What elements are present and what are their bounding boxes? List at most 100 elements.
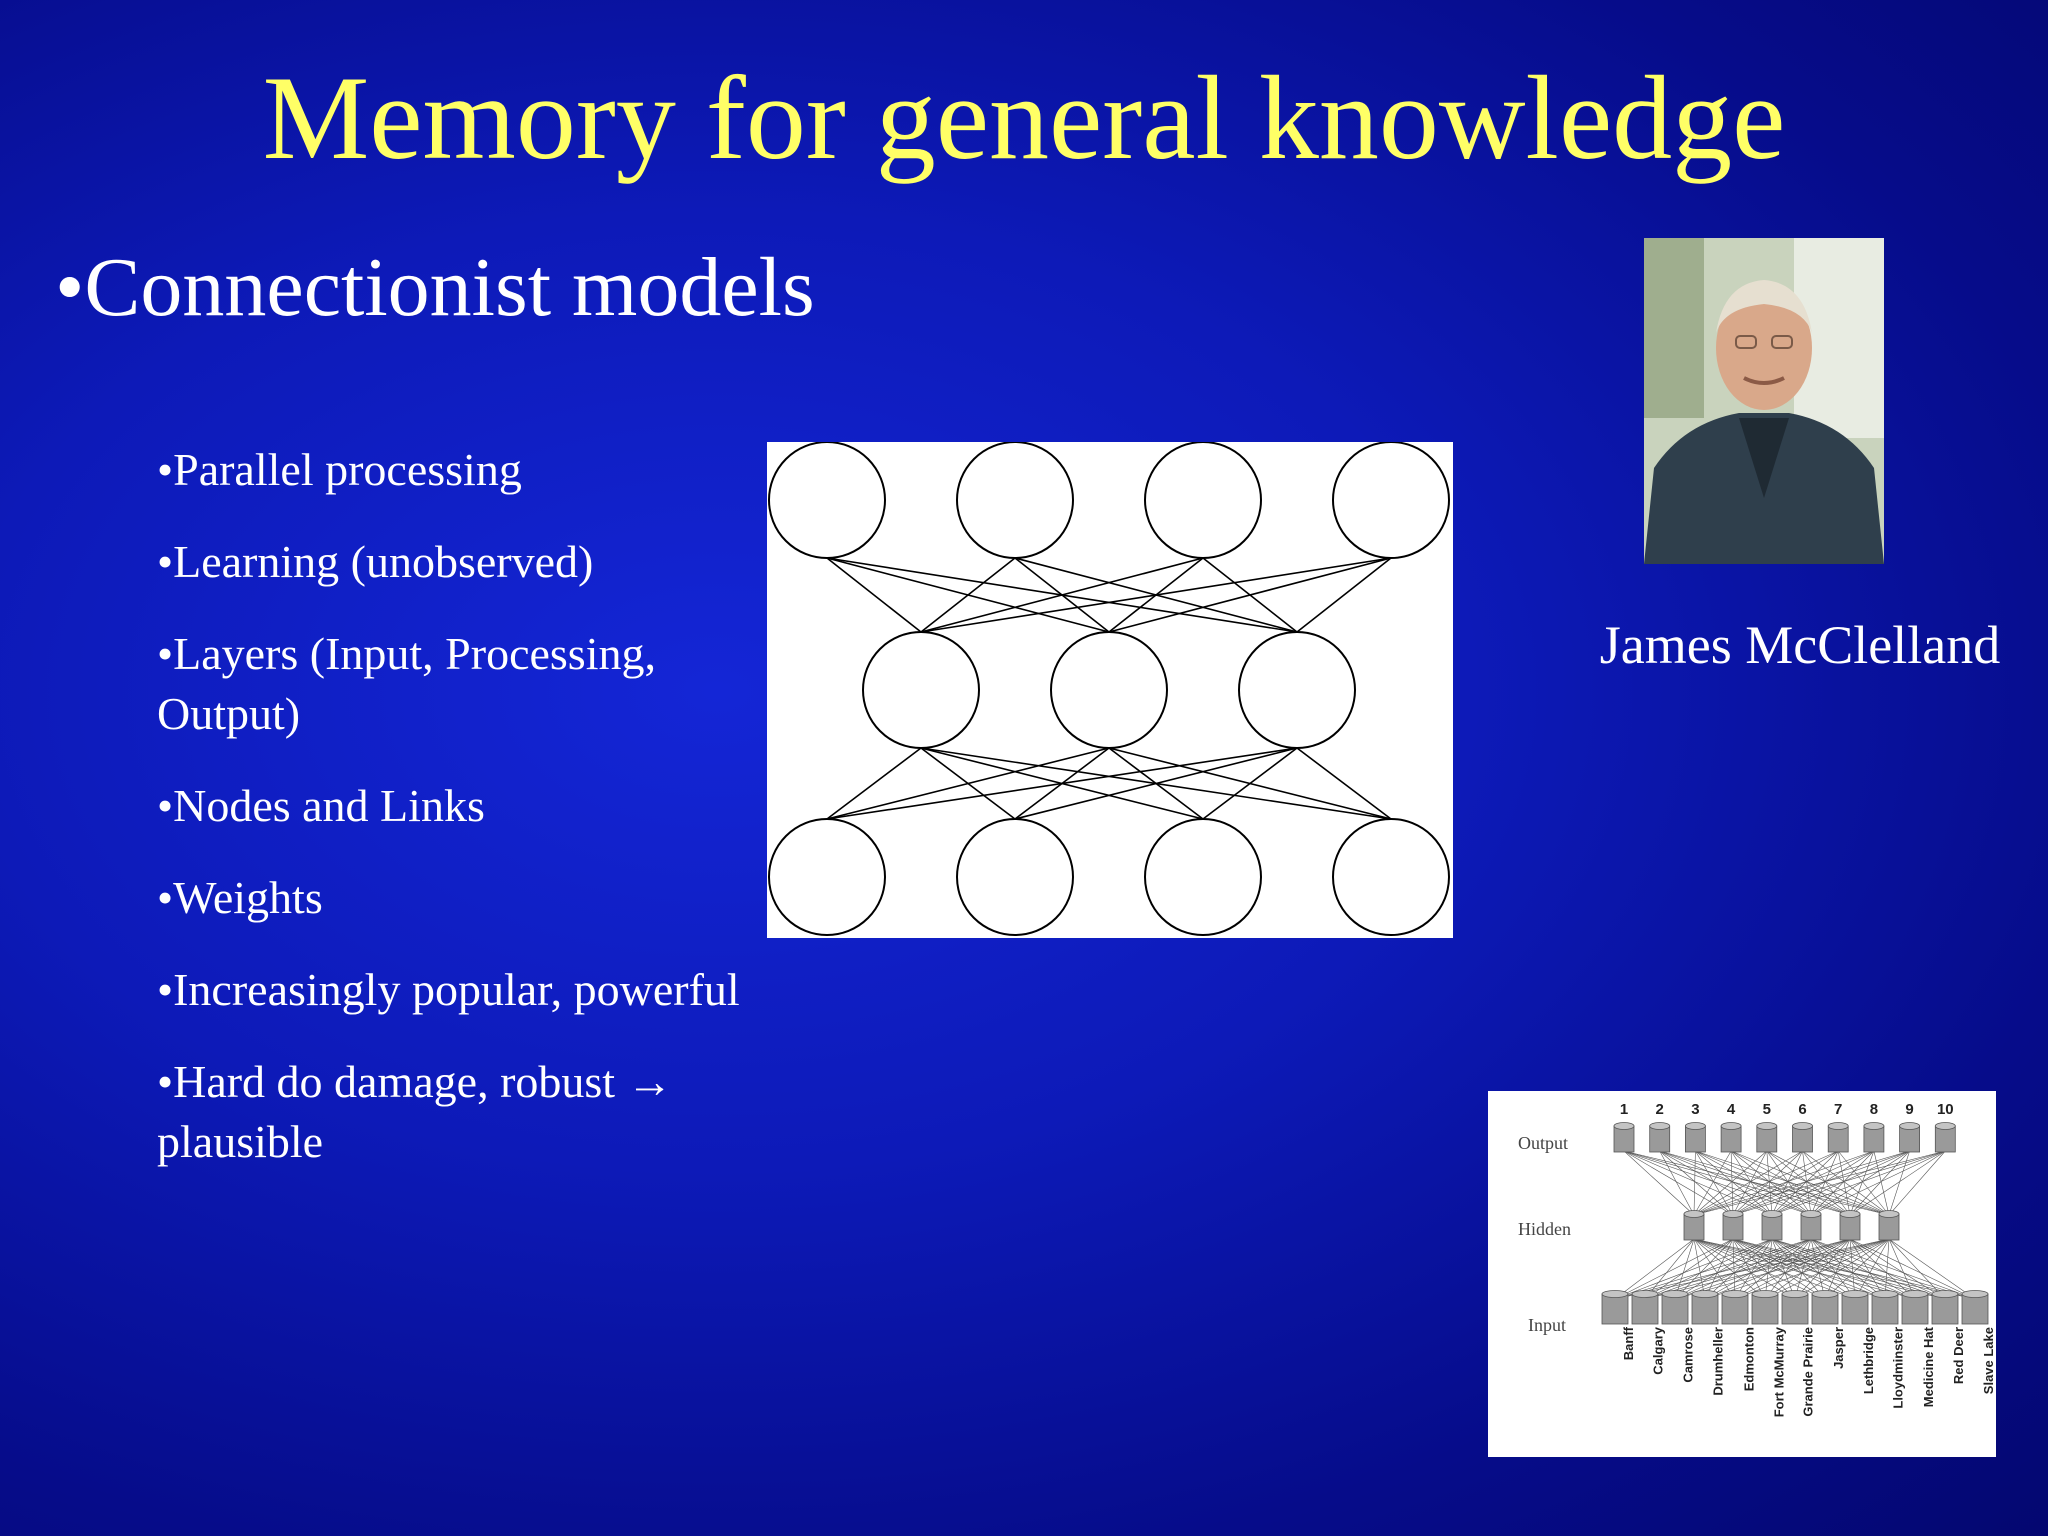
network-link [1695, 1150, 1812, 1216]
network-link [1108, 557, 1392, 633]
portrait-image [1644, 238, 1884, 564]
input-unit [1901, 1290, 1929, 1325]
network-link [1732, 1238, 1766, 1300]
output-unit [1899, 1122, 1921, 1153]
output-unit [1613, 1122, 1635, 1153]
network-link [1695, 1150, 1851, 1216]
network-link [1693, 1238, 1706, 1300]
network-link [1732, 1238, 1916, 1300]
hidden-unit [1761, 1210, 1783, 1241]
bullet-item: •Nodes and Links [157, 780, 485, 831]
input-city-label: Drumheller [1711, 1327, 1726, 1396]
network-link [1623, 1150, 1812, 1216]
network-link [1693, 1150, 1732, 1216]
network-link [1693, 1238, 1766, 1300]
hidden-unit [1878, 1210, 1900, 1241]
network-link [1888, 1238, 1976, 1300]
neural-network-svg [768, 441, 1450, 936]
network-link [1614, 1238, 1851, 1300]
network-link [1732, 1238, 1886, 1300]
bullet-item: •Parallel processing [157, 444, 522, 495]
network-link [1810, 1238, 1856, 1300]
network-link [1764, 1238, 1812, 1300]
network-link [1296, 557, 1392, 633]
network-link [1771, 1150, 1875, 1216]
network-link [1730, 1150, 1851, 1216]
network-link [1296, 747, 1392, 820]
output-number-label: 7 [1834, 1101, 1843, 1118]
network-link [1810, 1150, 1910, 1216]
neural-network-diagram [767, 441, 1453, 938]
output-number-label: 9 [1905, 1101, 1914, 1118]
network-link [1704, 1238, 1773, 1300]
network-link [1810, 1238, 1946, 1300]
network-link [1693, 1238, 1886, 1300]
network-link [1810, 1150, 1839, 1216]
network-link [920, 557, 1392, 633]
network-link [1659, 1150, 1773, 1216]
input-node [768, 818, 886, 936]
input-unit [1811, 1290, 1839, 1325]
layer-label-input: Input [1528, 1315, 1566, 1335]
network-link [1771, 1238, 1886, 1300]
network-link [1824, 1238, 1890, 1300]
hidden-unit [1800, 1210, 1822, 1241]
network-link [1693, 1150, 1839, 1216]
network-link [1659, 1150, 1734, 1216]
network-link [1693, 1238, 1976, 1300]
network-link [1730, 1150, 1890, 1216]
section-heading: •Connectionist models [55, 241, 815, 334]
input-unit [1871, 1290, 1899, 1325]
network-link [1644, 1238, 1773, 1300]
hidden-unit [1722, 1210, 1744, 1241]
output-node [956, 441, 1074, 559]
output-number-label: 4 [1726, 1101, 1736, 1118]
network-link [1766, 1150, 1812, 1216]
input-unit [1841, 1290, 1869, 1325]
output-unit [1756, 1122, 1778, 1153]
network-link [1693, 1238, 1796, 1300]
network-link [1771, 1150, 1910, 1216]
network-link [1884, 1238, 1890, 1300]
network-link [1849, 1238, 1976, 1300]
network-link [920, 557, 1204, 633]
network-link [1674, 1238, 1812, 1300]
network-link [1734, 1238, 1812, 1300]
network-link [1802, 1150, 1812, 1216]
network-link [1623, 1150, 1773, 1216]
network-link [1674, 1238, 1851, 1300]
network-link [1810, 1238, 1916, 1300]
input-city-label: Slave Lake [1981, 1327, 1996, 1395]
network-link [1849, 1238, 1946, 1300]
output-number-label: 3 [1691, 1101, 1700, 1118]
network-link [920, 557, 1016, 633]
network-link [1810, 1150, 1946, 1216]
input-unit [1721, 1290, 1749, 1325]
network-link [1659, 1150, 1695, 1216]
network-link [1837, 1150, 1890, 1216]
network-link [1674, 1238, 1695, 1300]
input-city-label: Edmonton [1741, 1327, 1756, 1392]
input-unit [1601, 1290, 1629, 1325]
input-city-label: Fort McMurray [1771, 1327, 1786, 1418]
input-unit [1961, 1290, 1989, 1325]
output-unit [1684, 1122, 1706, 1153]
network-link [1854, 1238, 1890, 1300]
network-link [1771, 1238, 1826, 1300]
network-link [1849, 1150, 1875, 1216]
network-link [1802, 1150, 1851, 1216]
network-link [1704, 1238, 1890, 1300]
network-link [1693, 1150, 1910, 1216]
network-link [1614, 1238, 1734, 1300]
network-link [1623, 1150, 1695, 1216]
output-unit [1720, 1122, 1742, 1153]
network-link [1888, 1150, 1910, 1216]
hidden-unit [1683, 1210, 1705, 1241]
network-link [1849, 1150, 1910, 1216]
output-number-label: 8 [1869, 1101, 1879, 1118]
network-link [1732, 1150, 1803, 1216]
network-link [1693, 1238, 1916, 1300]
input-unit [1661, 1290, 1689, 1325]
output-unit [1934, 1122, 1956, 1153]
